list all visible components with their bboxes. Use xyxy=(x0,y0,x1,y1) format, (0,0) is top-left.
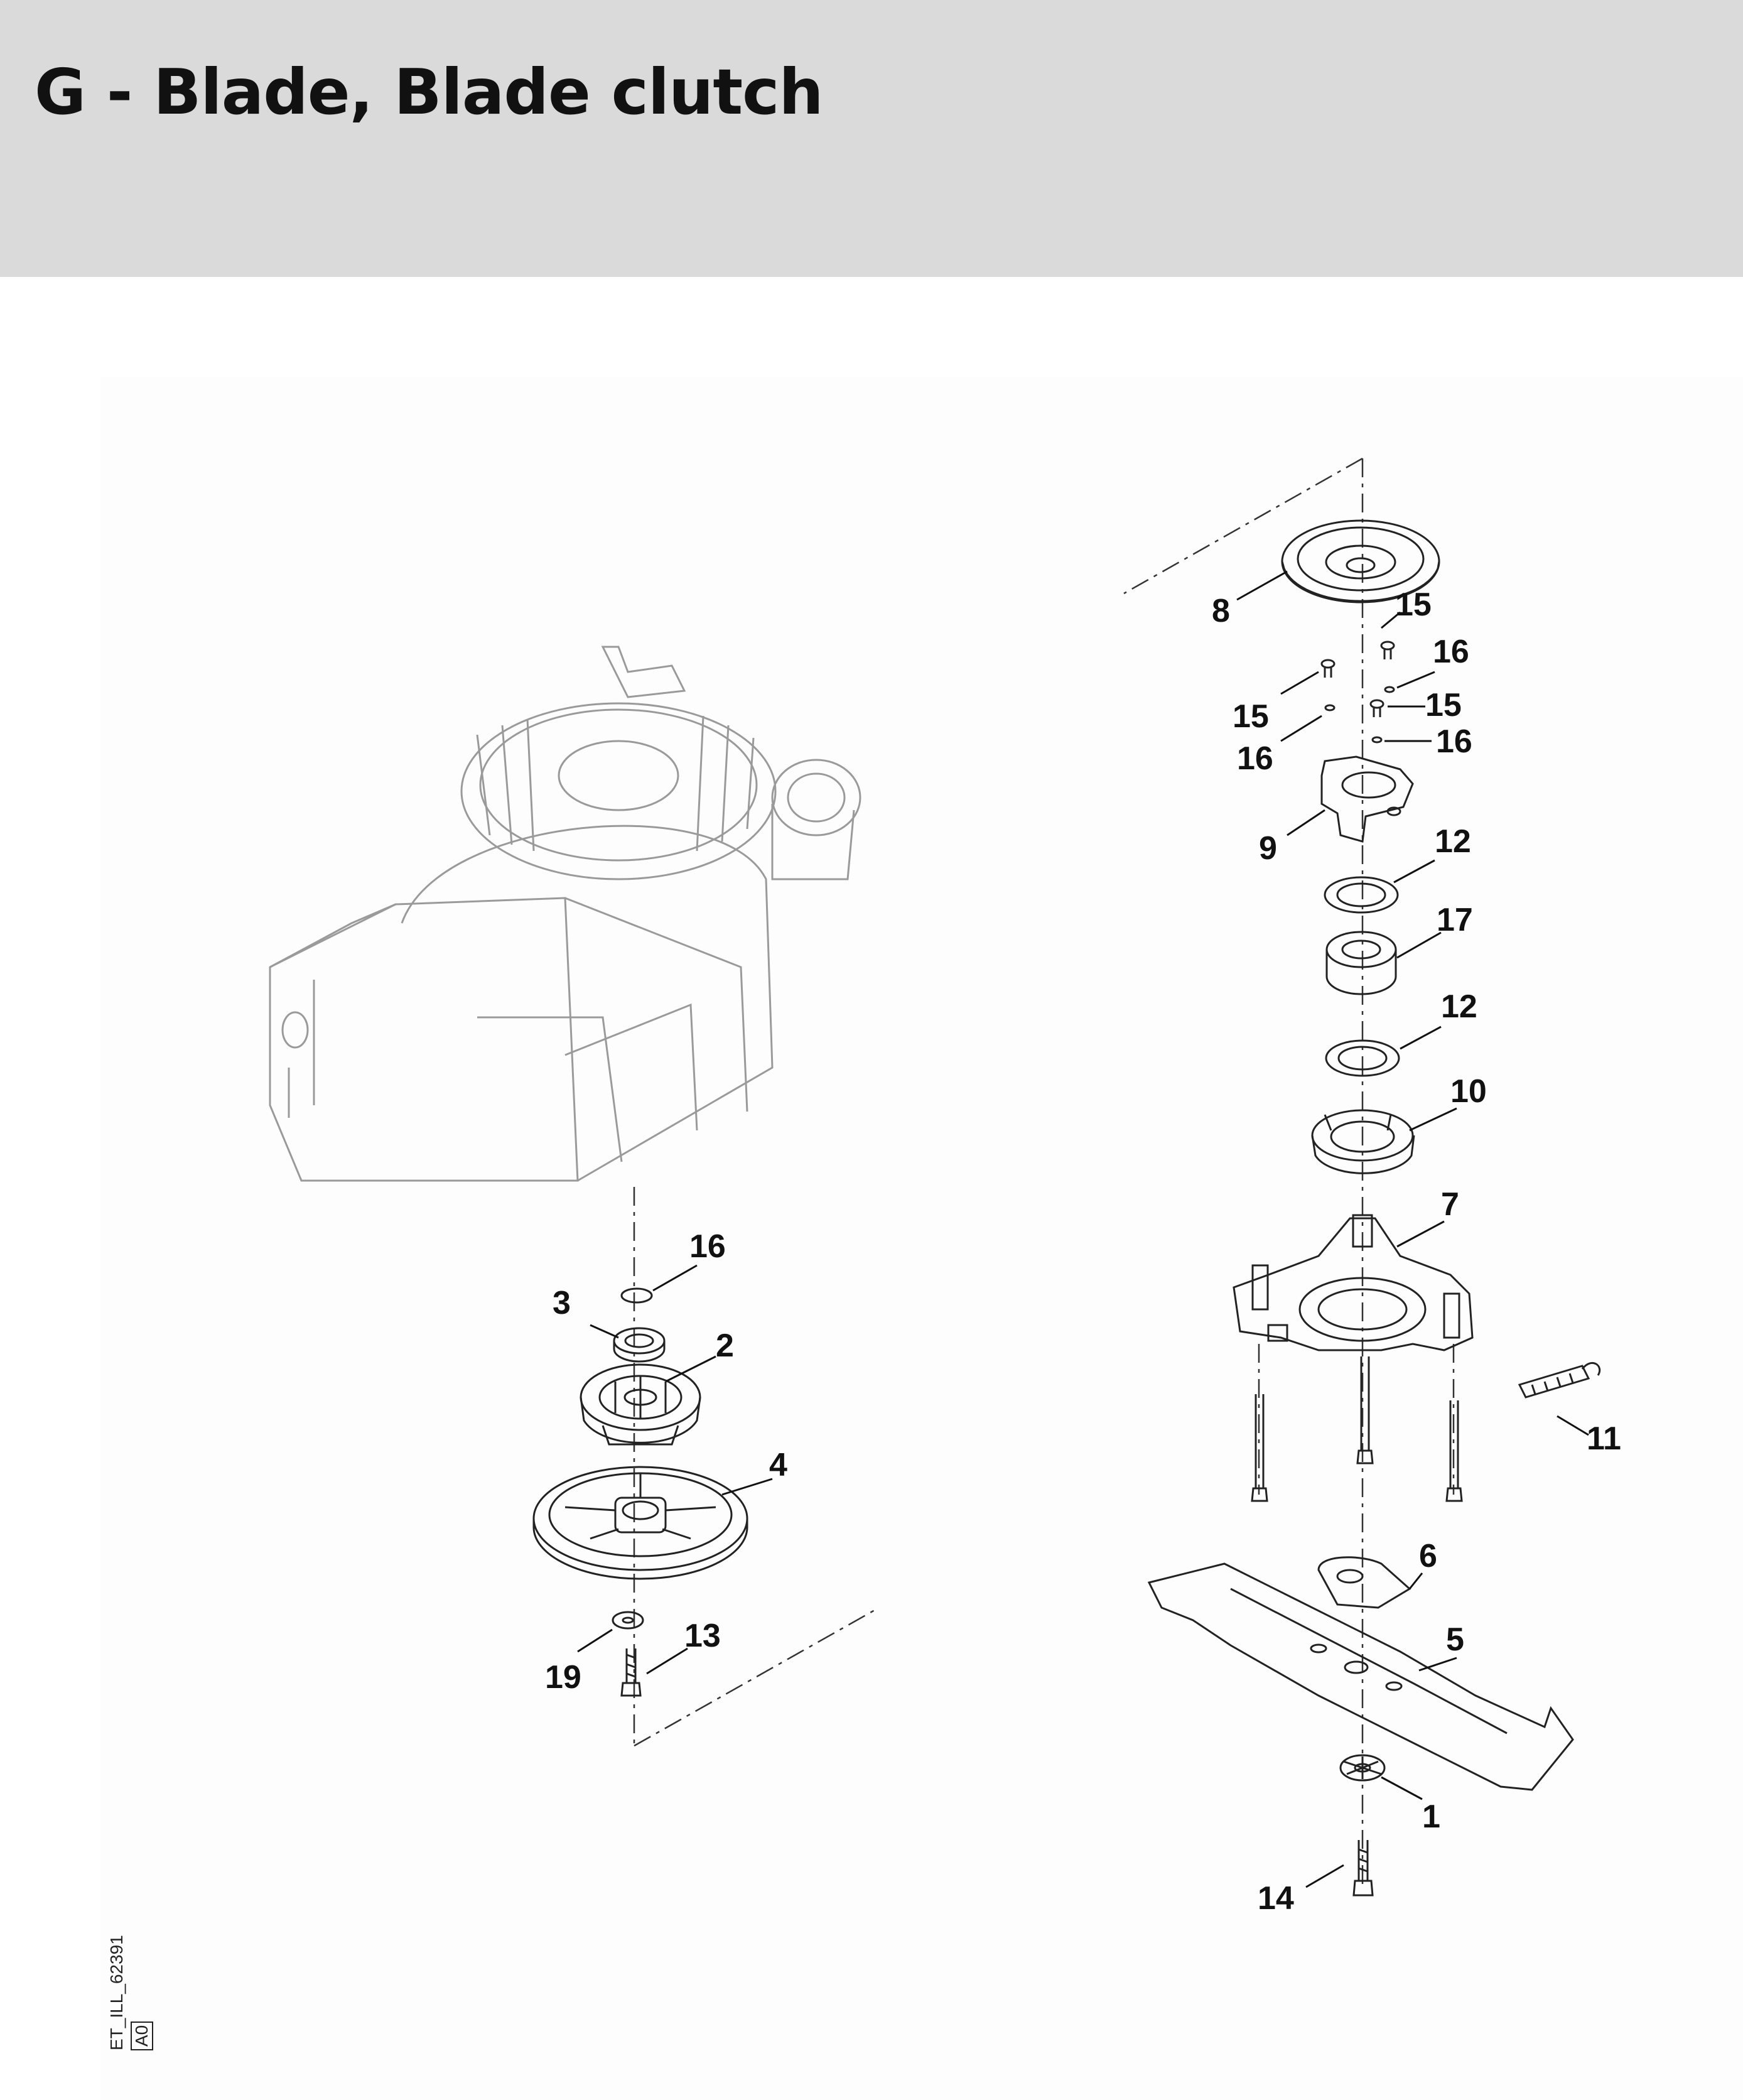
callout-c9: 9 xyxy=(1259,830,1277,867)
callout-c1: 1 xyxy=(1422,1799,1440,1835)
callout-c2: 2 xyxy=(716,1328,734,1364)
leader-lines xyxy=(577,570,1589,1888)
mower-blade-5 xyxy=(1147,1562,1574,1791)
bearing-17 xyxy=(1325,931,1397,995)
spring-11 xyxy=(1518,1361,1601,1399)
callout-c19: 19 xyxy=(545,1659,581,1696)
callout-c7: 7 xyxy=(1441,1186,1459,1223)
callout-c16b: 16 xyxy=(1237,740,1273,777)
clutch-hub-10 xyxy=(1311,1109,1415,1174)
callout-c12b: 12 xyxy=(1441,988,1477,1025)
callout-c8: 8 xyxy=(1212,593,1230,629)
cover-disc-8 xyxy=(1281,519,1440,603)
page-title: G - Blade, Blade clutch xyxy=(35,55,824,129)
callout-c15a: 15 xyxy=(1395,587,1432,623)
callout-c10: 10 xyxy=(1450,1073,1487,1110)
assembly-axis-lines xyxy=(633,457,1455,1884)
washer-16-c xyxy=(1371,736,1383,744)
bushing-3 xyxy=(613,1327,666,1363)
callout-c6: 6 xyxy=(1419,1538,1437,1574)
screw-14 xyxy=(1352,1840,1374,1897)
callout-c16a: 16 xyxy=(1433,634,1469,670)
blade-carrier-4 xyxy=(532,1466,748,1580)
washer-16-b xyxy=(1324,704,1336,712)
screw-15-left xyxy=(1320,659,1336,678)
callout-c4: 4 xyxy=(769,1447,787,1483)
exploded-parts-diagram xyxy=(100,377,1743,2100)
washer-16-a xyxy=(1384,686,1395,693)
screw-15-right-top xyxy=(1380,641,1395,659)
engine-illustration xyxy=(269,646,861,1182)
callout-c16c: 16 xyxy=(1436,723,1472,760)
callout-labels: 16 3 2 4 19 13 8 15 16 15 16 15 16 9 12 … xyxy=(545,587,1621,1917)
shim-12-upper xyxy=(1324,876,1399,914)
callout-c15b: 15 xyxy=(1233,698,1269,735)
illustration-ref-code: ET_ILL_62391 xyxy=(107,1935,126,2050)
callout-c17: 17 xyxy=(1437,902,1473,938)
callout-c5: 5 xyxy=(1446,1621,1464,1658)
callout-c14: 14 xyxy=(1258,1880,1294,1917)
clutch-drum-2 xyxy=(580,1363,701,1446)
callout-c12a: 12 xyxy=(1435,823,1471,860)
blade-adapter-6 xyxy=(1317,1556,1411,1609)
screw-15-right xyxy=(1369,699,1384,717)
brake-housing-7 xyxy=(1233,1214,1474,1351)
callout-c13: 13 xyxy=(684,1618,721,1654)
bracket-9 xyxy=(1320,755,1414,843)
screw-13 xyxy=(620,1648,642,1697)
header-bar: G - Blade, Blade clutch xyxy=(0,0,1743,277)
o-ring-18 xyxy=(620,1287,653,1304)
washer-1 xyxy=(1339,1754,1386,1782)
callout-c18: 16 xyxy=(689,1228,726,1265)
washer-19 xyxy=(612,1611,644,1630)
revision-code: A0 xyxy=(131,2021,153,2050)
callout-c15c: 15 xyxy=(1425,687,1462,723)
bolts-long xyxy=(1251,1356,1463,1502)
callout-c11: 11 xyxy=(1587,1421,1621,1457)
callout-c3: 3 xyxy=(553,1285,571,1321)
shim-12-lower xyxy=(1325,1039,1400,1077)
